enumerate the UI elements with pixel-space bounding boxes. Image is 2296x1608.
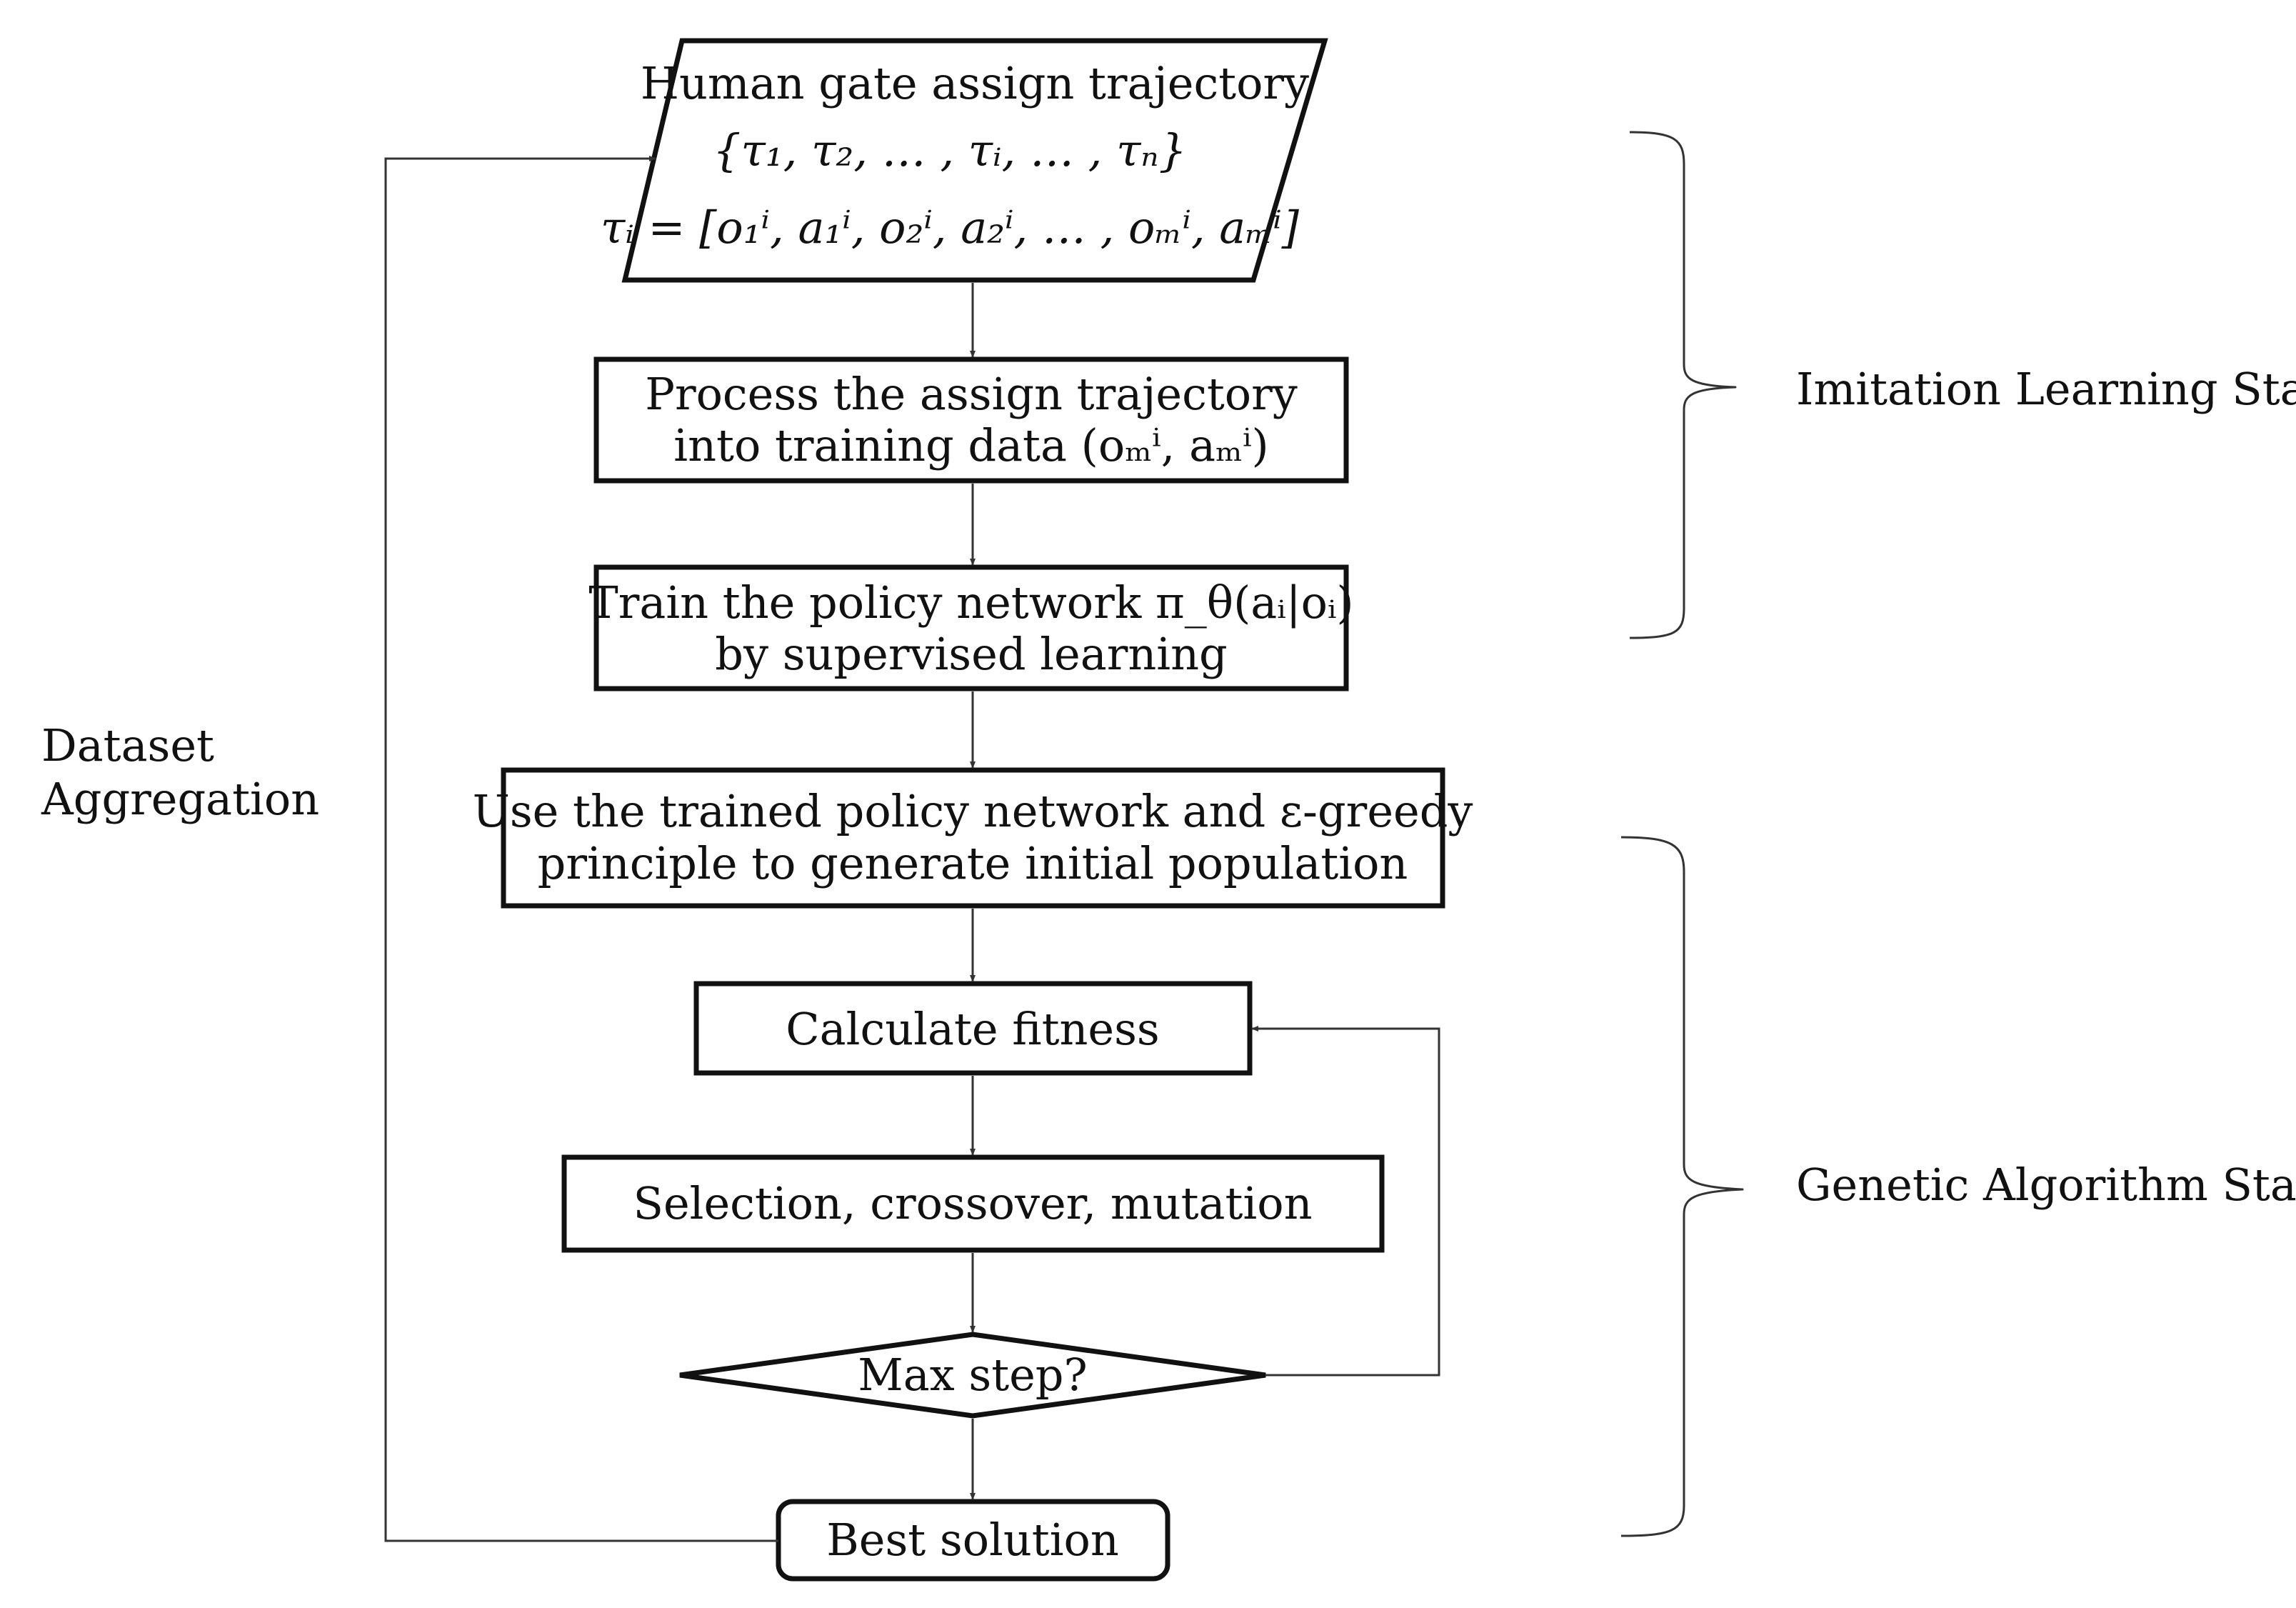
dataset-aggregation-line2: Aggregation: [41, 773, 319, 825]
process-trajectory-node: Process the assign trajectory into train…: [593, 356, 1349, 484]
process-trajectory-shape: [593, 356, 1349, 484]
dataset-aggregation-label: Dataset Aggregation: [41, 719, 319, 825]
human-trajectory-line1: Human gate assign trajectory: [641, 57, 1309, 109]
arrow-maxstep-loop-to-fitness: [1251, 1026, 1440, 1377]
imitation-stage-label: Imitation Learning Stage: [1796, 363, 2296, 415]
max-step-node: Max step?: [679, 1332, 1266, 1419]
initial-population-node: Use the trained policy network and ε-gre…: [473, 767, 1473, 909]
genetic-operators-label: Selection, crossover, mutation: [633, 1177, 1312, 1229]
arrow-dataset-aggregation-loop: [384, 156, 778, 1542]
imitation-stage-brace: [1629, 131, 1737, 639]
max-step-shape: [679, 1332, 1266, 1419]
train-policy-line1: Train the policy network π_θ(aᵢ|oᵢ): [588, 576, 1353, 629]
calculate-fitness-label: Calculate fitness: [786, 1003, 1160, 1055]
initial-population-line1: Use the trained policy network and ε-gre…: [473, 785, 1473, 837]
human-trajectory-node: Human gate assign trajectory {τ₁, τ₂, … …: [601, 38, 1328, 283]
train-policy-node: Train the policy network π_θ(aᵢ|oᵢ) by s…: [588, 564, 1354, 691]
human-trajectory-line3: τᵢ = [o₁ⁱ, a₁ⁱ, o₂ⁱ, a₂ⁱ, … , oₘⁱ, aₘⁱ]: [601, 201, 1300, 254]
best-solution-node: Best solution: [776, 1499, 1170, 1582]
calculate-fitness-shape: [693, 981, 1253, 1076]
train-policy-shape: [593, 564, 1349, 691]
human-trajectory-shape: [621, 38, 1328, 283]
initial-population-line2: principle to generate initial population: [538, 837, 1408, 889]
genetic-stage-brace: [1620, 836, 1744, 1537]
max-step-label: Max step?: [858, 1349, 1087, 1401]
dataset-aggregation-line1: Dataset: [41, 719, 214, 771]
human-trajectory-line2: {τ₁, τ₂, … , τᵢ, … , τₙ}: [713, 124, 1187, 176]
process-trajectory-line1: Process the assign trajectory: [645, 368, 1298, 420]
connectors: [384, 156, 1440, 1542]
genetic-operators-node: Selection, crossover, mutation: [561, 1154, 1385, 1253]
genetic-stage-label: Genetic Algorithm Stage: [1796, 1159, 2296, 1211]
train-policy-line2: by supervised learning: [715, 628, 1227, 680]
initial-population-shape: [501, 767, 1445, 909]
calculate-fitness-node: Calculate fitness: [693, 981, 1253, 1076]
process-trajectory-line2: into training data (oₘⁱ, aₘⁱ): [673, 419, 1268, 471]
best-solution-label: Best solution: [826, 1514, 1119, 1566]
genetic-operators-shape: [561, 1154, 1385, 1253]
